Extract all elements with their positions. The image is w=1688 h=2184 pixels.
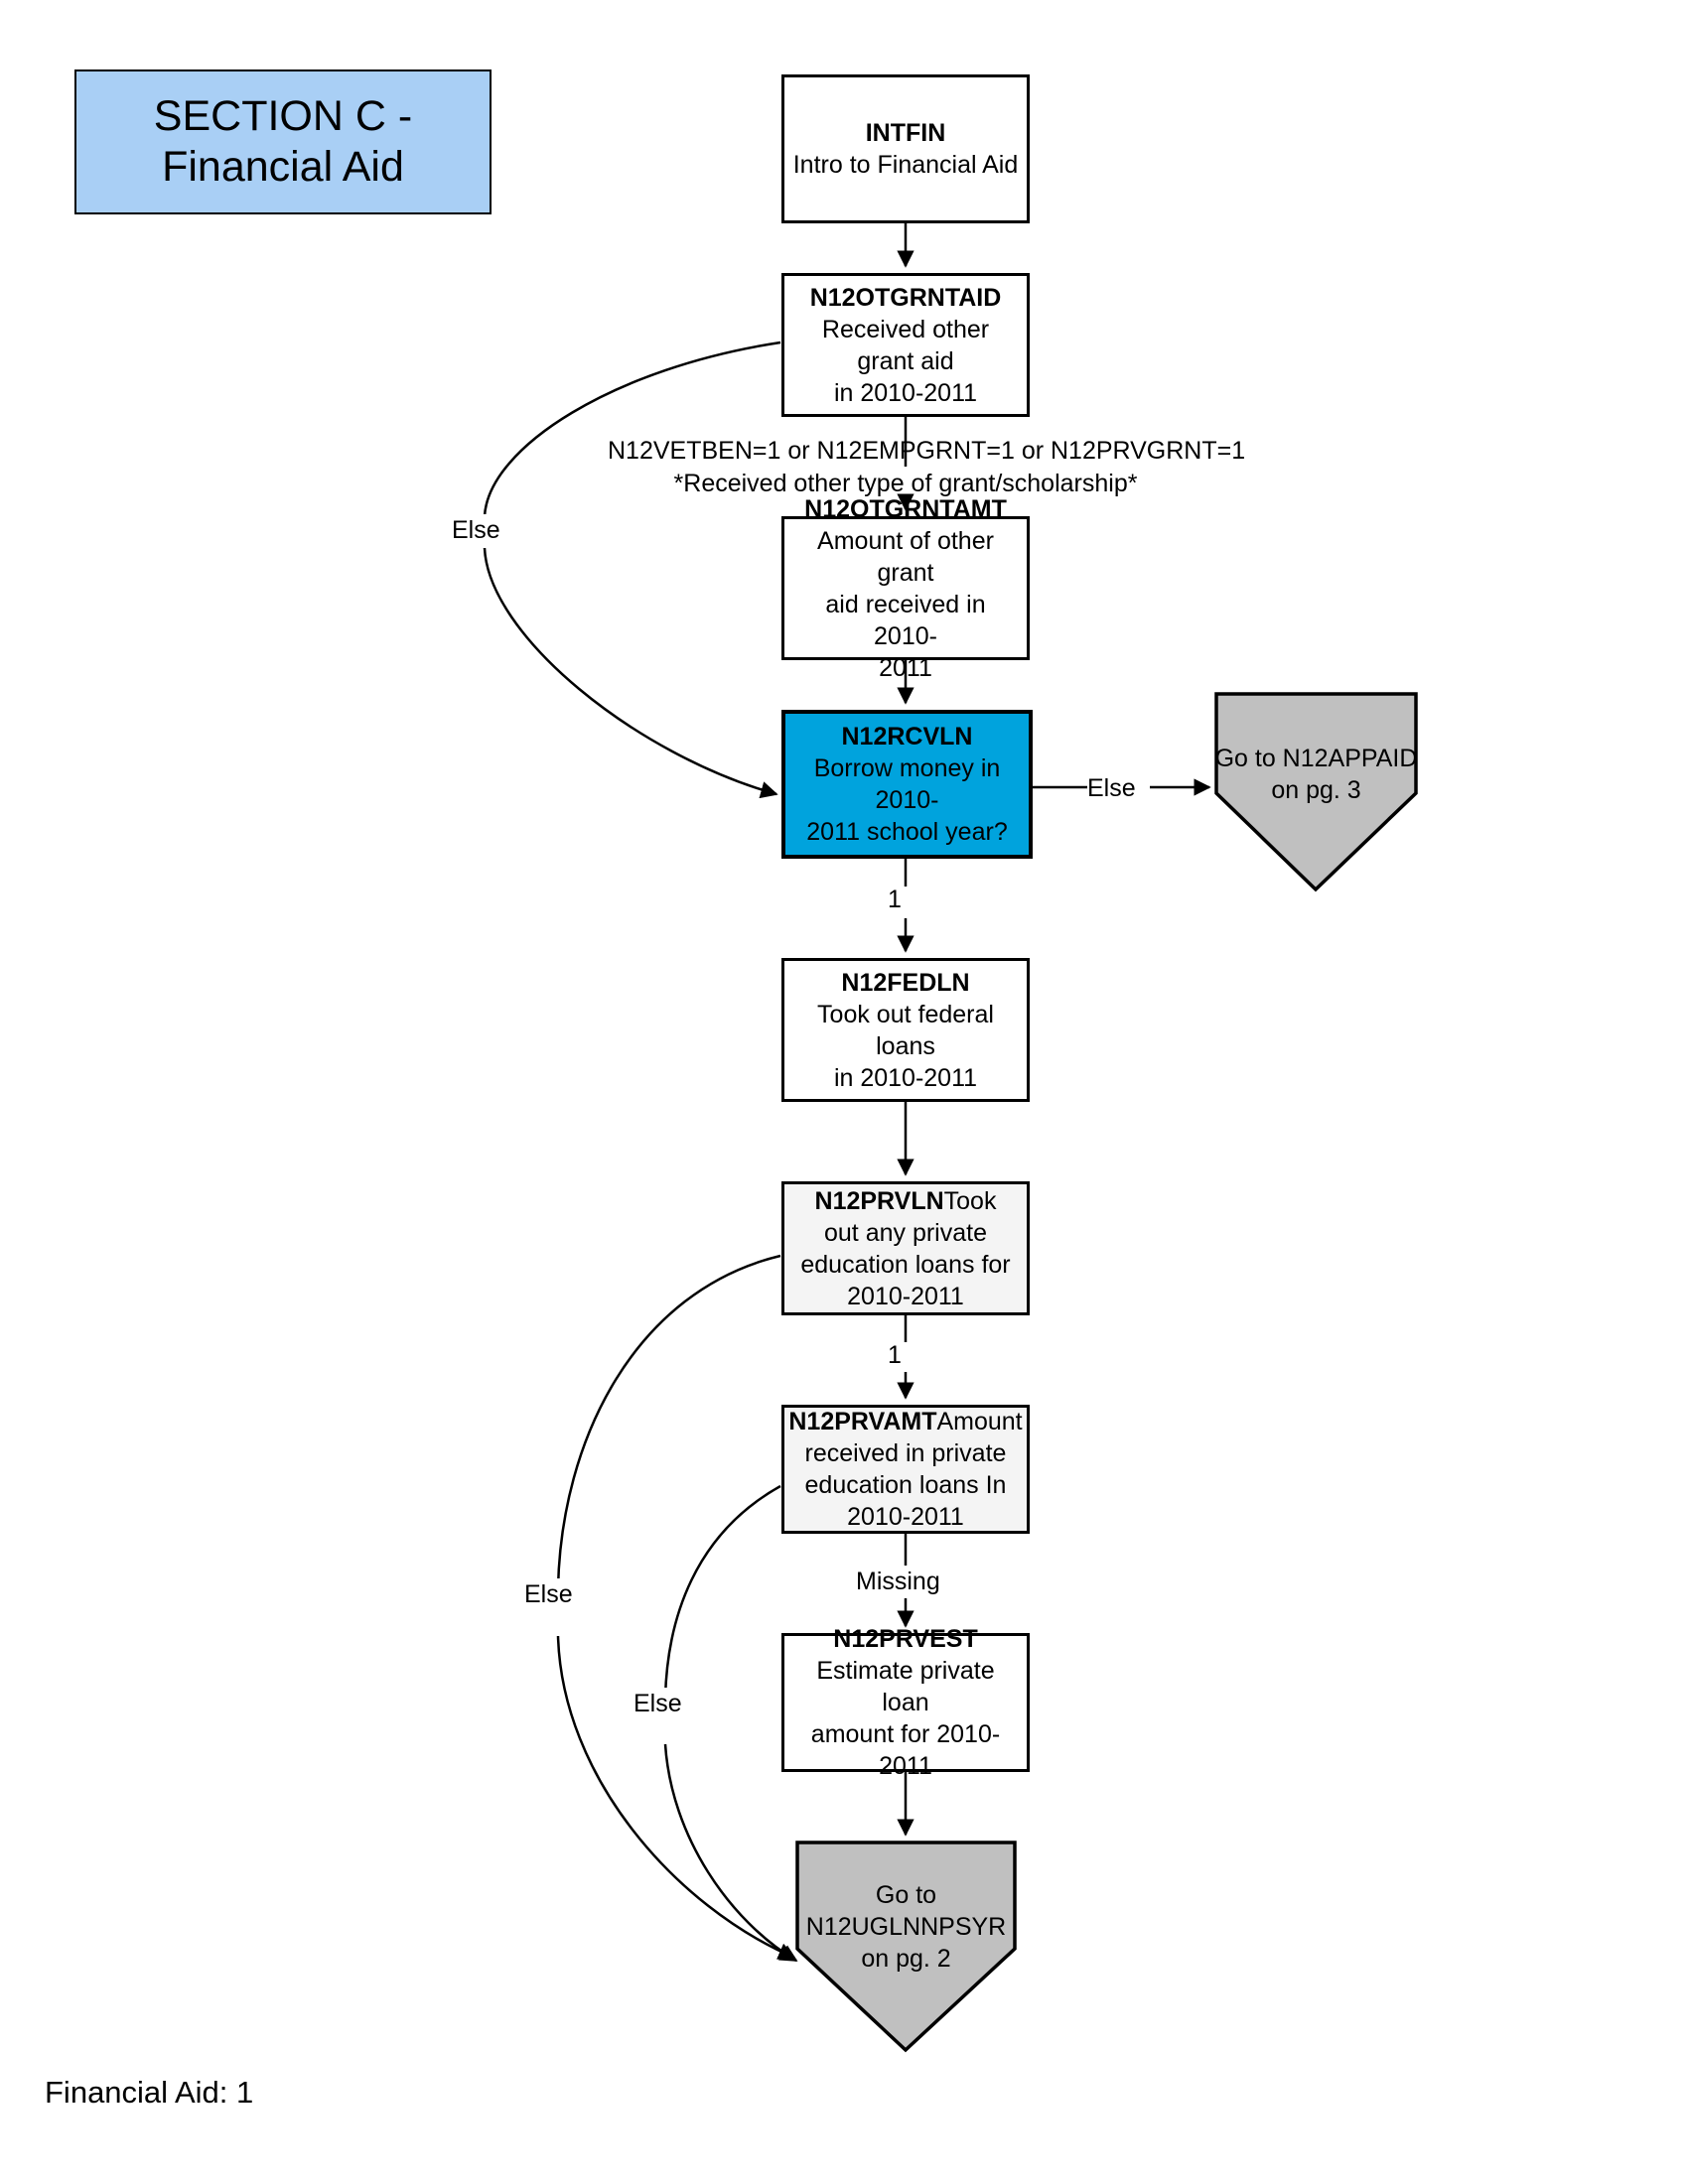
edge-label-else-prvamt: Else: [633, 1688, 682, 1720]
node-n12prvln-line4: 2010-2011: [847, 1282, 964, 1310]
page-footer: Financial Aid: 1: [45, 2075, 254, 2110]
node-n12prvest-name: N12PRVEST: [833, 1625, 978, 1653]
node-n12fedln-line1: Took out federal loans: [817, 1000, 994, 1060]
node-n12fedln[interactable]: N12FEDLN Took out federal loans in 2010-…: [781, 958, 1030, 1102]
node-intfin-name: INTFIN: [865, 119, 946, 147]
node-n12rcvln-line2: 2011 school year?: [806, 818, 1008, 846]
edge-prvln-else-to-uglnnpsyr: [556, 1254, 796, 1960]
edge-label-else-rcvln: Else: [1087, 772, 1136, 805]
node-n12otgrntamt-line3: 2011: [879, 653, 932, 682]
node-goto-n12appaid[interactable]: Go to N12APPAID on pg. 3: [1213, 691, 1419, 892]
edge-label-grant-condition-line2: *Received other type of grant/scholarshi…: [673, 469, 1138, 497]
node-n12otgrntaid-line2: grant aid: [857, 346, 954, 375]
section-header-line2: Financial Aid: [162, 143, 404, 191]
edge-otgrntaid-else-to-rcvln: [483, 341, 781, 799]
node-n12fedln-name: N12FEDLN: [841, 968, 970, 997]
node-n12otgrntaid[interactable]: N12OTGRNTAID Received other grant aid in…: [781, 273, 1030, 417]
pentagon-shape-uglnnpsyr: [795, 1841, 1017, 2053]
node-n12rcvln-line1: Borrow money in 2010-: [813, 754, 1001, 814]
edge-label-grant-condition-line1: N12VETBEN=1 or N12EMPGRNT=1 or N12PRVGRN…: [608, 437, 1246, 465]
node-n12otgrntamt-line2: aid received in 2010-: [825, 590, 986, 650]
edge-label-else-prvln: Else: [524, 1578, 573, 1611]
node-n12prvamt-line1: Amount: [936, 1408, 1023, 1435]
node-n12otgrntamt-line1: Amount of other grant: [817, 526, 994, 587]
node-n12prvest-line1: Estimate private loan: [816, 1657, 995, 1716]
node-n12prvln-line1: Took: [943, 1186, 997, 1215]
node-n12otgrntaid-line3: in 2010-2011: [833, 378, 978, 407]
node-n12prvest[interactable]: N12PRVEST Estimate private loan amount f…: [781, 1625, 1030, 1780]
node-n12prvamt-line2: received in private: [804, 1439, 1007, 1467]
node-n12prvln-name: N12PRVLN: [814, 1186, 944, 1215]
node-goto-n12uglnnpsyr[interactable]: Go to N12UGLNNPSYR on pg. 2: [794, 1840, 1018, 2053]
node-n12rcvln[interactable]: N12RCVLN Borrow money in 2010- 2011 scho…: [781, 710, 1033, 859]
edge-label-missing: Missing: [856, 1566, 940, 1598]
node-n12prvln-line3: education loans for: [800, 1250, 1011, 1279]
node-n12prvamt-line4: 2010-2011: [847, 1503, 964, 1531]
node-n12prvamt-name: N12PRVAMT: [788, 1408, 937, 1435]
node-intfin[interactable]: INTFIN Intro to Financial Aid: [781, 74, 1030, 223]
node-n12rcvln-name: N12RCVLN: [841, 723, 973, 751]
edge-label-grant-condition: N12VETBEN=1 or N12EMPGRNT=1 or N12PRVGRN…: [608, 435, 1246, 499]
node-n12prvln[interactable]: N12PRVLNTook out any private education l…: [781, 1181, 1030, 1315]
node-n12otgrntamt[interactable]: N12OTGRNTAMT Amount of other grant aid r…: [781, 495, 1030, 682]
node-n12otgrntaid-line1: Received other: [821, 315, 990, 343]
edge-label-else-otgrntaid: Else: [452, 514, 500, 547]
node-n12fedln-line2: in 2010-2011: [833, 1063, 978, 1092]
node-n12otgrntamt-name: N12OTGRNTAMT: [804, 494, 1007, 523]
edge-label-one-rcvln: 1: [888, 884, 902, 916]
node-n12prvamt[interactable]: N12PRVAMTAmount received in private educ…: [781, 1405, 1030, 1534]
edge-prvamt-else-to-uglnnpsyr: [663, 1484, 798, 1963]
pentagon-shape-appaid: [1214, 692, 1418, 892]
node-n12otgrntaid-name: N12OTGRNTAID: [809, 283, 1002, 312]
node-n12prvamt-line3: education loans In: [804, 1471, 1007, 1499]
section-header-line1: SECTION C -: [153, 92, 413, 141]
node-n12prvest-line2: amount for 2010-2011: [810, 1720, 1001, 1780]
section-header: SECTION C - Financial Aid: [74, 69, 492, 214]
node-intfin-line1: Intro to Financial Aid: [792, 151, 1019, 179]
edge-label-one-prvln: 1: [888, 1339, 902, 1372]
node-n12prvln-line2: out any private: [824, 1218, 987, 1247]
